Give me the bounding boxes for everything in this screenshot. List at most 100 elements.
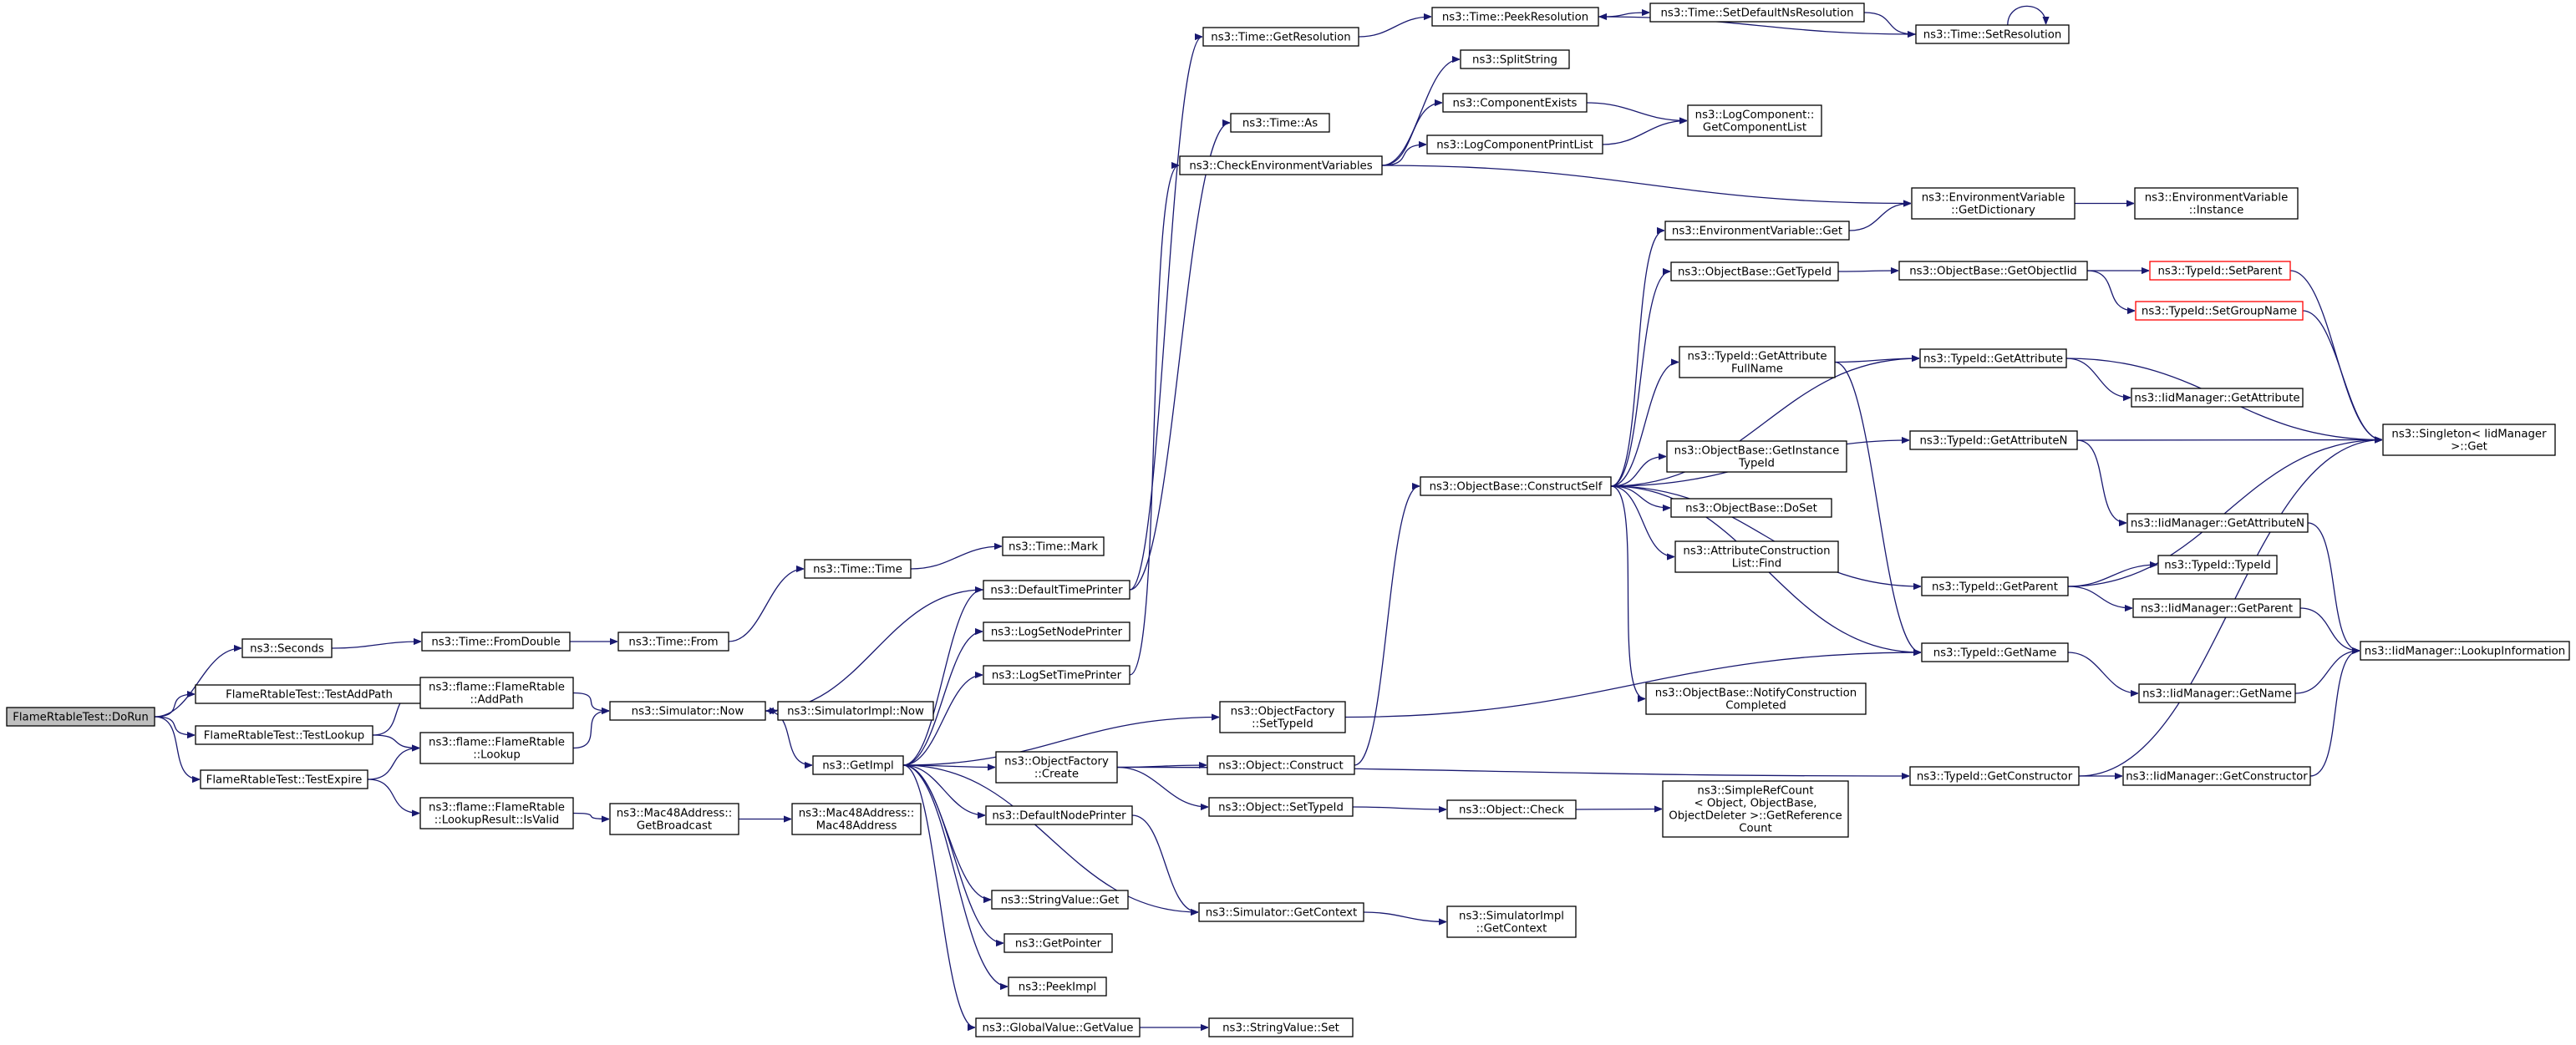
node-iidgetattributen[interactable]: ns3::IidManager::GetAttributeN: [2126, 513, 2309, 533]
node-setfactorytypeid[interactable]: ns3::ObjectFactory::SetTypeId: [1219, 701, 1346, 733]
node-getparent[interactable]: ns3::TypeId::GetParent: [1921, 576, 2069, 596]
node-mark[interactable]: ns3::Time::Mark: [1002, 536, 1105, 556]
node-objbasegettypeid[interactable]: ns3::ObjectBase::GetTypeId: [1670, 261, 1839, 282]
node-iidgetconstructor[interactable]: ns3::IidManager::GetConstructor: [2122, 766, 2311, 786]
edge-setresolution-to-setresolution: [2007, 5, 2046, 26]
node-logsettimeprinter[interactable]: ns3::LogSetTimePrinter: [983, 665, 1130, 685]
node-logcomponentprintlist[interactable]: ns3::LogComponentPrintList: [1426, 134, 1603, 155]
node-label: ns3::SimpleRefCount: [1697, 785, 1813, 798]
node-simimplnow[interactable]: ns3::SimulatorImpl::Now: [777, 701, 934, 721]
node-label: ns3::ObjectBase::DoSet: [1685, 503, 1817, 515]
node-envinstance[interactable]: ns3::EnvironmentVariable::Instance: [2134, 187, 2299, 220]
node-getresolution[interactable]: ns3::Time::GetResolution: [1202, 27, 1359, 47]
node-defnodeprinter[interactable]: ns3::DefaultNodePrinter: [985, 805, 1133, 825]
node-getattributen[interactable]: ns3::TypeId::GetAttributeN: [1909, 430, 2078, 450]
node-addpath[interactable]: ns3::flame::FlameRtable::AddPath: [419, 677, 574, 709]
node-objsettypeid[interactable]: ns3::Object::SetTypeId: [1208, 797, 1354, 817]
node-iidgetparent[interactable]: ns3::IidManager::GetParent: [2132, 598, 2301, 618]
node-label: ::GetDictionary: [1951, 205, 2035, 217]
node-setparent[interactable]: ns3::TypeId::SetParent: [2149, 261, 2291, 281]
node-getcomponentlist[interactable]: ns3::LogComponent::GetComponentList: [1687, 104, 1822, 137]
node-notifyconstruction[interactable]: ns3::ObjectBase::NotifyConstructionCompl…: [1645, 682, 1867, 715]
node-singletonget[interactable]: ns3::Singleton< IidManager>::Get: [2382, 424, 2556, 456]
edge-line: [2067, 652, 2138, 693]
edge-line: [2065, 358, 2131, 398]
edge-dorun-to-seconds: [154, 648, 241, 718]
node-from[interactable]: ns3::Time::From: [617, 632, 729, 652]
node-objconstruct[interactable]: ns3::Object::Construct: [1207, 755, 1355, 775]
node-dorun[interactable]: FlameRtableTest::DoRun: [6, 707, 155, 727]
node-label: ::Instance: [2189, 205, 2244, 217]
edge-seconds-to-fromdouble: [331, 642, 421, 649]
node-label: ns3::SimulatorImpl: [1459, 911, 1564, 923]
node-time[interactable]: ns3::Time::Time: [804, 559, 912, 579]
node-getconstructor[interactable]: ns3::TypeId::GetConstructor: [1909, 766, 2080, 786]
node-envgetdictionary[interactable]: ns3::EnvironmentVariable::GetDictionary: [1911, 187, 2076, 220]
node-testexpire[interactable]: FlameRtableTest::TestExpire: [200, 769, 368, 789]
node-timeas[interactable]: ns3::Time::As: [1230, 113, 1330, 133]
node-now[interactable]: ns3::Simulator::Now: [609, 701, 766, 721]
node-label: ns3::ComponentExists: [1452, 98, 1577, 110]
node-testlookup[interactable]: FlameRtableTest::TestLookup: [195, 725, 373, 745]
node-globalgetvalue[interactable]: ns3::GlobalValue::GetValue: [975, 1017, 1141, 1037]
edge-getattributefullname-to-getname: [1834, 361, 1922, 653]
node-label: ns3::TypeId::GetAttribute: [1687, 351, 1827, 363]
node-splitstring[interactable]: ns3::SplitString: [1460, 49, 1570, 69]
edge-line: [1610, 457, 1666, 487]
node-objfactorycreate[interactable]: ns3::ObjectFactory::Create: [995, 751, 1118, 784]
node-mac48[interactable]: ns3::Mac48Address::Mac48Address: [791, 803, 922, 835]
node-typeidgetattribute[interactable]: ns3::TypeId::GetAttribute: [1919, 348, 2067, 368]
edge-line: [1358, 17, 1431, 38]
node-iidgetname[interactable]: ns3::IidManager::GetName: [2138, 683, 2296, 703]
node-peekimpl[interactable]: ns3::PeekImpl: [1008, 977, 1107, 997]
node-stringvalueget[interactable]: ns3::StringValue::Get: [991, 890, 1129, 910]
node-label: ns3::GetPointer: [1015, 938, 1102, 951]
node-getimpl[interactable]: ns3::GetImpl: [812, 755, 904, 775]
node-componentexists[interactable]: ns3::ComponentExists: [1442, 93, 1588, 113]
node-isvalid[interactable]: ns3::flame::FlameRtable::LookupResult::I…: [419, 797, 574, 829]
node-simplerefcount[interactable]: ns3::SimpleRefCount< Object, ObjectBase,…: [1662, 780, 1849, 838]
node-typeidtypeid[interactable]: ns3::TypeId::TypeId: [2157, 555, 2278, 575]
edge-deftimeprinter-to-timeas: [1129, 123, 1231, 591]
node-box: [2132, 598, 2301, 618]
node-envget[interactable]: ns3::EnvironmentVariable::Get: [1664, 221, 1850, 241]
node-doset[interactable]: ns3::ObjectBase::DoSet: [1670, 498, 1832, 518]
node-seconds[interactable]: ns3::Seconds: [241, 638, 333, 658]
edge-line: [902, 764, 1198, 912]
node-setdefaultns[interactable]: ns3::Time::SetDefaultNsResolution: [1649, 3, 1865, 23]
node-peekresolution[interactable]: ns3::Time::PeekResolution: [1431, 7, 1599, 27]
node-logsetnodeprinter[interactable]: ns3::LogSetNodePrinter: [983, 621, 1130, 642]
node-setgroupname[interactable]: ns3::TypeId::SetGroupName: [2135, 301, 2304, 321]
node-lookup[interactable]: ns3::flame::FlameRtable::Lookup: [419, 732, 574, 764]
node-getbroadcast[interactable]: ns3::Mac48Address::GetBroadcast: [609, 803, 739, 835]
node-box: [1674, 540, 1839, 573]
edge-line: [1344, 652, 1921, 718]
node-box: [1207, 755, 1355, 775]
node-iidgetattribute[interactable]: ns3::IidManager::GetAttribute: [2131, 388, 2304, 408]
edge-line: [2067, 440, 2382, 587]
node-constructself[interactable]: ns3::ObjectBase::ConstructSelf: [1420, 476, 1612, 496]
node-box: [2138, 683, 2296, 703]
node-testaddpath[interactable]: FlameRtableTest::TestAddPath: [195, 684, 424, 704]
edge-line: [1610, 271, 1671, 487]
node-simgetcontext[interactable]: ns3::Simulator::GetContext: [1198, 902, 1364, 922]
node-checkenv[interactable]: ns3::CheckEnvironmentVariables: [1179, 155, 1383, 175]
node-label: List::Find: [1732, 558, 1781, 571]
node-objcheck[interactable]: ns3::Object::Check: [1446, 799, 1577, 819]
node-getobjectiid[interactable]: ns3::ObjectBase::GetObjectIid: [1898, 261, 2088, 281]
node-getname[interactable]: ns3::TypeId::GetName: [1921, 642, 2069, 662]
node-fromdouble[interactable]: ns3::Time::FromDouble: [421, 632, 571, 652]
node-box: [419, 732, 574, 764]
node-deftimeprinter[interactable]: ns3::DefaultTimePrinter: [983, 580, 1130, 600]
edge-line: [572, 692, 609, 712]
node-simimplgetcontext[interactable]: ns3::SimulatorImpl::GetContext: [1446, 905, 1577, 938]
edge-line: [1129, 165, 1180, 676]
edge-constructself-to-getinstancetypeid: [1610, 457, 1666, 487]
node-lookupinformation[interactable]: ns3::IidManager::LookupInformation: [2360, 641, 2570, 661]
node-getpointer[interactable]: ns3::GetPointer: [1003, 933, 1113, 953]
node-setresolution[interactable]: ns3::Time::SetResolution: [1915, 24, 2070, 44]
node-stringvalueset[interactable]: ns3::StringValue::Set: [1208, 1017, 1354, 1037]
